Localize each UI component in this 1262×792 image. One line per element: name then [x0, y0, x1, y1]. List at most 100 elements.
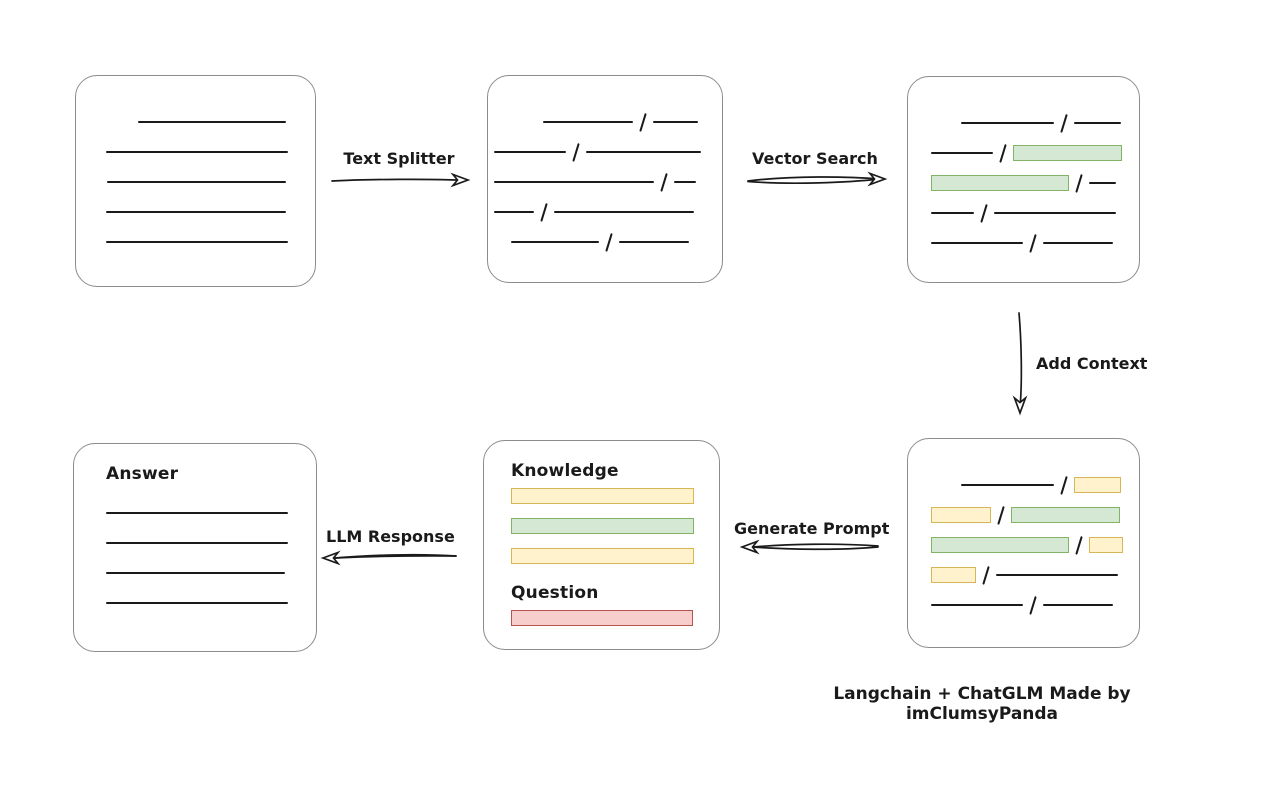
yellow-highlight-bar: [511, 548, 694, 564]
slash-separator: [1060, 475, 1069, 495]
text-line: [106, 241, 288, 243]
chunk-lines: [488, 76, 722, 257]
llm-response-arrow: [320, 550, 457, 566]
document-lines: [76, 76, 315, 257]
segment-row: [106, 528, 316, 558]
text-line: [494, 211, 534, 213]
text-splitter-arrow: [331, 172, 471, 188]
matched-chunk-lines: [908, 77, 1139, 258]
answer-heading: Answer: [106, 464, 179, 484]
segment-row: [488, 107, 722, 137]
green-highlight-bar: [1013, 145, 1123, 161]
prompt-box: Knowledge Question: [483, 440, 720, 650]
slash-separator: [982, 565, 991, 585]
segment-row: [488, 167, 722, 197]
segment-row: [908, 228, 1139, 258]
text-line: [511, 241, 599, 243]
segment-row: [908, 590, 1139, 620]
knowledge-bars: [511, 481, 719, 571]
slash-separator: [1029, 233, 1038, 253]
text-line: [106, 211, 286, 213]
text-line: [996, 574, 1119, 576]
vector-matches-box: [907, 76, 1140, 283]
segment-row: [106, 558, 316, 588]
yellow-highlight-bar: [1089, 537, 1124, 553]
text-line: [106, 602, 288, 604]
answer-lines: [106, 498, 316, 618]
caption: Langchain + ChatGLM Made by imClumsyPand…: [833, 684, 1131, 724]
text-line: [931, 212, 974, 214]
segment-row: [488, 197, 722, 227]
text-line: [931, 152, 993, 154]
slash-separator: [997, 505, 1006, 525]
segment-row: [511, 603, 719, 633]
text-line: [106, 151, 288, 153]
question-bar: [511, 603, 719, 633]
text-line: [961, 484, 1054, 486]
green-highlight-bar: [931, 175, 1069, 191]
text-line: [1074, 122, 1122, 124]
segment-row: [908, 108, 1139, 138]
segment-row: [908, 470, 1139, 500]
llm-response-label: LLM Response: [326, 527, 455, 546]
segment-row: [76, 107, 315, 137]
green-highlight-bar: [511, 518, 694, 534]
split-chunks-box: [487, 75, 723, 283]
generate-prompt-label: Generate Prompt: [734, 519, 890, 538]
text-line: [994, 212, 1117, 214]
text-line: [494, 151, 566, 153]
segment-row: [511, 511, 719, 541]
green-highlight-bar: [1011, 507, 1121, 523]
text-line: [138, 121, 286, 123]
slash-separator: [1075, 535, 1084, 555]
text-line: [674, 181, 697, 183]
add-context-arrow: [1012, 312, 1028, 416]
segment-row: [908, 560, 1139, 590]
text-line: [543, 121, 633, 123]
segment-row: [908, 168, 1139, 198]
text-line: [619, 241, 690, 243]
segment-row: [76, 167, 315, 197]
text-line: [107, 181, 286, 183]
segment-row: [488, 227, 722, 257]
segment-row: [488, 137, 722, 167]
segment-row: [106, 588, 316, 618]
segment-row: [908, 198, 1139, 228]
text-line: [653, 121, 699, 123]
text-line: [931, 242, 1023, 244]
yellow-highlight-bar: [511, 488, 694, 504]
segment-row: [511, 481, 719, 511]
slash-separator: [1075, 173, 1084, 193]
red-highlight-bar: [511, 610, 693, 626]
slash-separator: [605, 232, 614, 252]
segment-row: [76, 197, 315, 227]
slash-separator: [980, 203, 989, 223]
segment-row: [76, 137, 315, 167]
slash-separator: [540, 202, 549, 222]
text-line: [554, 211, 695, 213]
yellow-highlight-bar: [1074, 477, 1122, 493]
slash-separator: [1029, 595, 1038, 615]
segment-row: [106, 498, 316, 528]
text-line: [106, 512, 288, 514]
add-context-label: Add Context: [1036, 354, 1148, 373]
yellow-highlight-bar: [931, 507, 991, 523]
text-line: [961, 122, 1054, 124]
slash-separator: [572, 142, 581, 162]
vector-search-label: Vector Search: [752, 149, 878, 168]
slash-separator: [999, 143, 1008, 163]
context-chunks-box: [907, 438, 1140, 648]
slash-separator: [1060, 113, 1069, 133]
question-heading: Question: [511, 583, 599, 603]
text-splitter-label: Text Splitter: [343, 149, 455, 168]
text-line: [106, 542, 288, 544]
segment-row: [511, 541, 719, 571]
segment-row: [908, 530, 1139, 560]
generate-prompt-arrow: [739, 539, 879, 555]
knowledge-heading: Knowledge: [511, 461, 619, 481]
segment-row: [76, 227, 315, 257]
text-line: [106, 572, 285, 574]
slash-separator: [660, 172, 669, 192]
slash-separator: [639, 112, 648, 132]
